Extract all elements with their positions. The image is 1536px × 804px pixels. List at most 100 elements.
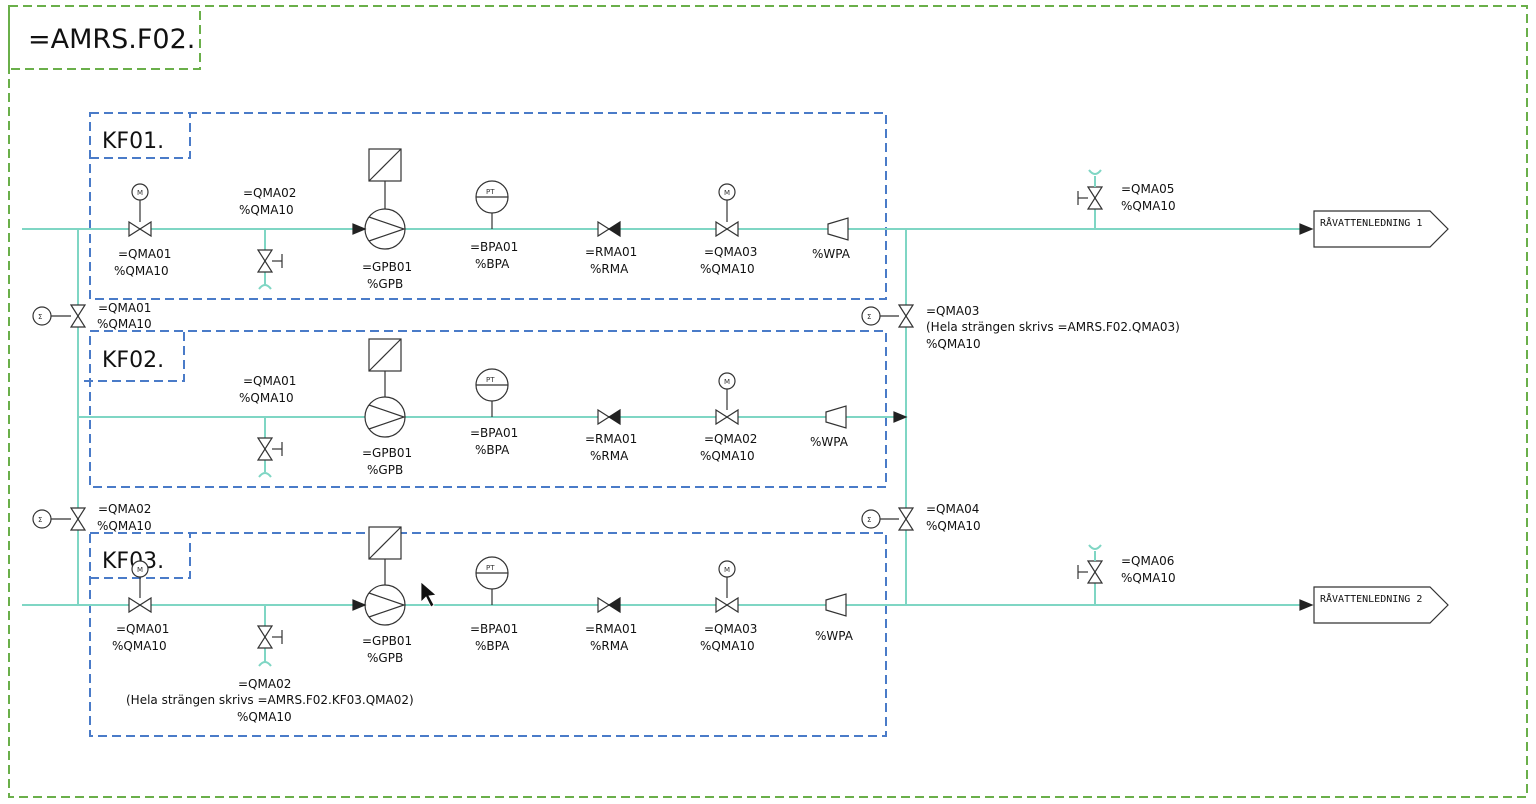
group-title: KF01. <box>102 129 164 154</box>
qma06-vent-valve-icon[interactable] <box>1077 544 1103 584</box>
kf01-wpa-label: %WPA <box>812 247 851 261</box>
kf02-check-valve-icon[interactable] <box>597 409 621 425</box>
qma06-label: =QMA06 <box>1121 554 1174 568</box>
right-qma03-sublabel: %QMA10 <box>926 337 981 351</box>
kf01-qma02-drain-valve-icon[interactable] <box>257 249 283 290</box>
pipes <box>22 195 1310 662</box>
group-title: KF02. <box>102 348 164 373</box>
svg-text:PT: PT <box>486 188 495 196</box>
kf03-qma02-note: (Hela strängen skrivs =AMRS.F02.KF03.QMA… <box>126 693 414 707</box>
kf02-wpa-label: %WPA <box>810 435 849 449</box>
svg-text:M: M <box>724 566 730 574</box>
system-title-frame <box>8 5 201 70</box>
kf03-drain-valve-icon[interactable] <box>257 625 283 667</box>
right-qma03-valve-icon[interactable]: Σ <box>861 304 914 328</box>
kf01-flow-meter-icon[interactable] <box>827 217 849 241</box>
kf01-qma01-sublabel: %QMA10 <box>114 264 169 278</box>
kf02-qma02-sublabel: %QMA10 <box>700 449 755 463</box>
kf02-qma01-label: =QMA01 <box>243 374 296 388</box>
kf03-bpa01-label: =BPA01 <box>470 622 518 636</box>
kf03-pressure-sensor-icon[interactable]: PT <box>475 556 509 605</box>
kf03-qma02-label: =QMA02 <box>238 677 291 691</box>
kf03-gpb01-sublabel: %GPB <box>367 651 403 665</box>
kf02-pressure-sensor-icon[interactable]: PT <box>475 368 509 417</box>
qma05-sublabel: %QMA10 <box>1121 199 1176 213</box>
kf03-qma03-valve-icon[interactable]: M <box>715 560 739 613</box>
kf01-rma01-sublabel: %RMA <box>590 262 629 276</box>
svg-text:Σ: Σ <box>38 516 42 524</box>
qma05-vent-valve-icon[interactable] <box>1077 169 1103 210</box>
kf03-qma02-sublabel: %QMA10 <box>237 710 292 724</box>
kf02-qma02-label: =QMA02 <box>704 432 757 446</box>
svg-text:Σ: Σ <box>867 516 871 524</box>
outlet-connector-2[interactable]: RÅVATTENLEDNING 2 <box>1299 586 1449 624</box>
svg-text:Σ: Σ <box>38 313 42 321</box>
svg-text:M: M <box>724 378 730 386</box>
kf03-flow-meter-icon[interactable] <box>825 593 847 617</box>
kf02-bpa01-label: =BPA01 <box>470 426 518 440</box>
group-kf02: KF02. <box>84 330 887 488</box>
kf01-bpa01-label: =BPA01 <box>470 240 518 254</box>
right-qma03-note: (Hela strängen skrivs =AMRS.F02.QMA03) <box>926 320 1180 334</box>
outlet-2-label: RÅVATTENLEDNING 2 <box>1320 592 1422 605</box>
kf01-pump-icon[interactable] <box>352 148 406 250</box>
kf03-bpa01-sublabel: %BPA <box>475 639 510 653</box>
system-frame <box>8 5 1528 798</box>
kf03-rma01-sublabel: %RMA <box>590 639 629 653</box>
kf02-qma02-valve-icon[interactable]: M <box>715 372 739 425</box>
kf01-qma01-valve-icon[interactable]: M <box>128 183 152 237</box>
kf03-check-valve-icon[interactable] <box>597 597 621 613</box>
kf02-pump-icon[interactable] <box>364 338 406 438</box>
kf03-rma01-label: =RMA01 <box>585 622 637 636</box>
left-qma01-valve-icon[interactable]: Σ <box>32 304 86 328</box>
kf02-drain-valve-icon[interactable] <box>257 437 283 478</box>
mouse-cursor-icon <box>420 581 437 608</box>
kf02-rma01-label: =RMA01 <box>585 432 637 446</box>
left-qma02-valve-icon[interactable]: Σ <box>32 507 86 531</box>
kf02-bpa01-sublabel: %BPA <box>475 443 510 457</box>
qma06-sublabel: %QMA10 <box>1121 571 1176 585</box>
kf01-qma03-sublabel: %QMA10 <box>700 262 755 276</box>
left-qma01-sublabel: %QMA10 <box>97 317 152 331</box>
svg-text:M: M <box>137 566 143 574</box>
kf02-qma01-sublabel: %QMA10 <box>239 391 294 405</box>
kf03-qma01-sublabel: %QMA10 <box>112 639 167 653</box>
kf03-gpb01-label: =GPB01 <box>362 634 412 648</box>
kf01-gpb01-label: =GPB01 <box>362 260 412 274</box>
kf01-check-valve-icon[interactable] <box>597 221 621 237</box>
kf01-qma02-label: =QMA02 <box>243 186 296 200</box>
svg-text:M: M <box>724 189 730 197</box>
kf02-gpb01-label: =GPB01 <box>362 446 412 460</box>
system-title: =AMRS.F02. <box>28 24 195 55</box>
kf01-qma02-sublabel: %QMA10 <box>239 203 294 217</box>
left-qma02-sublabel: %QMA10 <box>97 519 152 533</box>
left-qma01-label: =QMA01 <box>98 301 151 315</box>
right-qma04-label: =QMA04 <box>926 502 979 516</box>
kf03-qma03-label: =QMA03 <box>704 622 757 636</box>
kf01-qma03-label: =QMA03 <box>704 245 757 259</box>
outlet-1-label: RÅVATTENLEDNING 1 <box>1320 216 1422 229</box>
kf02-gpb01-sublabel: %GPB <box>367 463 403 477</box>
kf01-gpb01-sublabel: %GPB <box>367 277 403 291</box>
kf02-rma01-sublabel: %RMA <box>590 449 629 463</box>
kf03-wpa-label: %WPA <box>815 629 854 643</box>
group-kf03: KF03. <box>89 532 887 737</box>
outlet-connector-1[interactable]: RÅVATTENLEDNING 1 <box>1299 210 1449 248</box>
kf03-qma01-label: =QMA01 <box>116 622 169 636</box>
svg-text:PT: PT <box>486 376 495 384</box>
kf01-rma01-label: =RMA01 <box>585 245 637 259</box>
svg-text:Σ: Σ <box>867 313 871 321</box>
right-qma04-sublabel: %QMA10 <box>926 519 981 533</box>
right-qma04-valve-icon[interactable]: Σ <box>861 507 914 531</box>
group-kf01: KF01. <box>89 112 887 300</box>
kf01-qma03-valve-icon[interactable]: M <box>715 183 739 237</box>
kf01-qma01-label: =QMA01 <box>118 247 171 261</box>
kf03-qma03-sublabel: %QMA10 <box>700 639 755 653</box>
kf03-qma01-valve-icon[interactable]: M <box>128 560 152 613</box>
kf03-pump-icon[interactable] <box>352 526 406 626</box>
svg-text:PT: PT <box>486 564 495 572</box>
kf02-flow-meter-icon[interactable] <box>825 405 907 429</box>
kf01-pressure-sensor-icon[interactable]: PT <box>475 180 509 229</box>
svg-text:M: M <box>137 189 143 197</box>
